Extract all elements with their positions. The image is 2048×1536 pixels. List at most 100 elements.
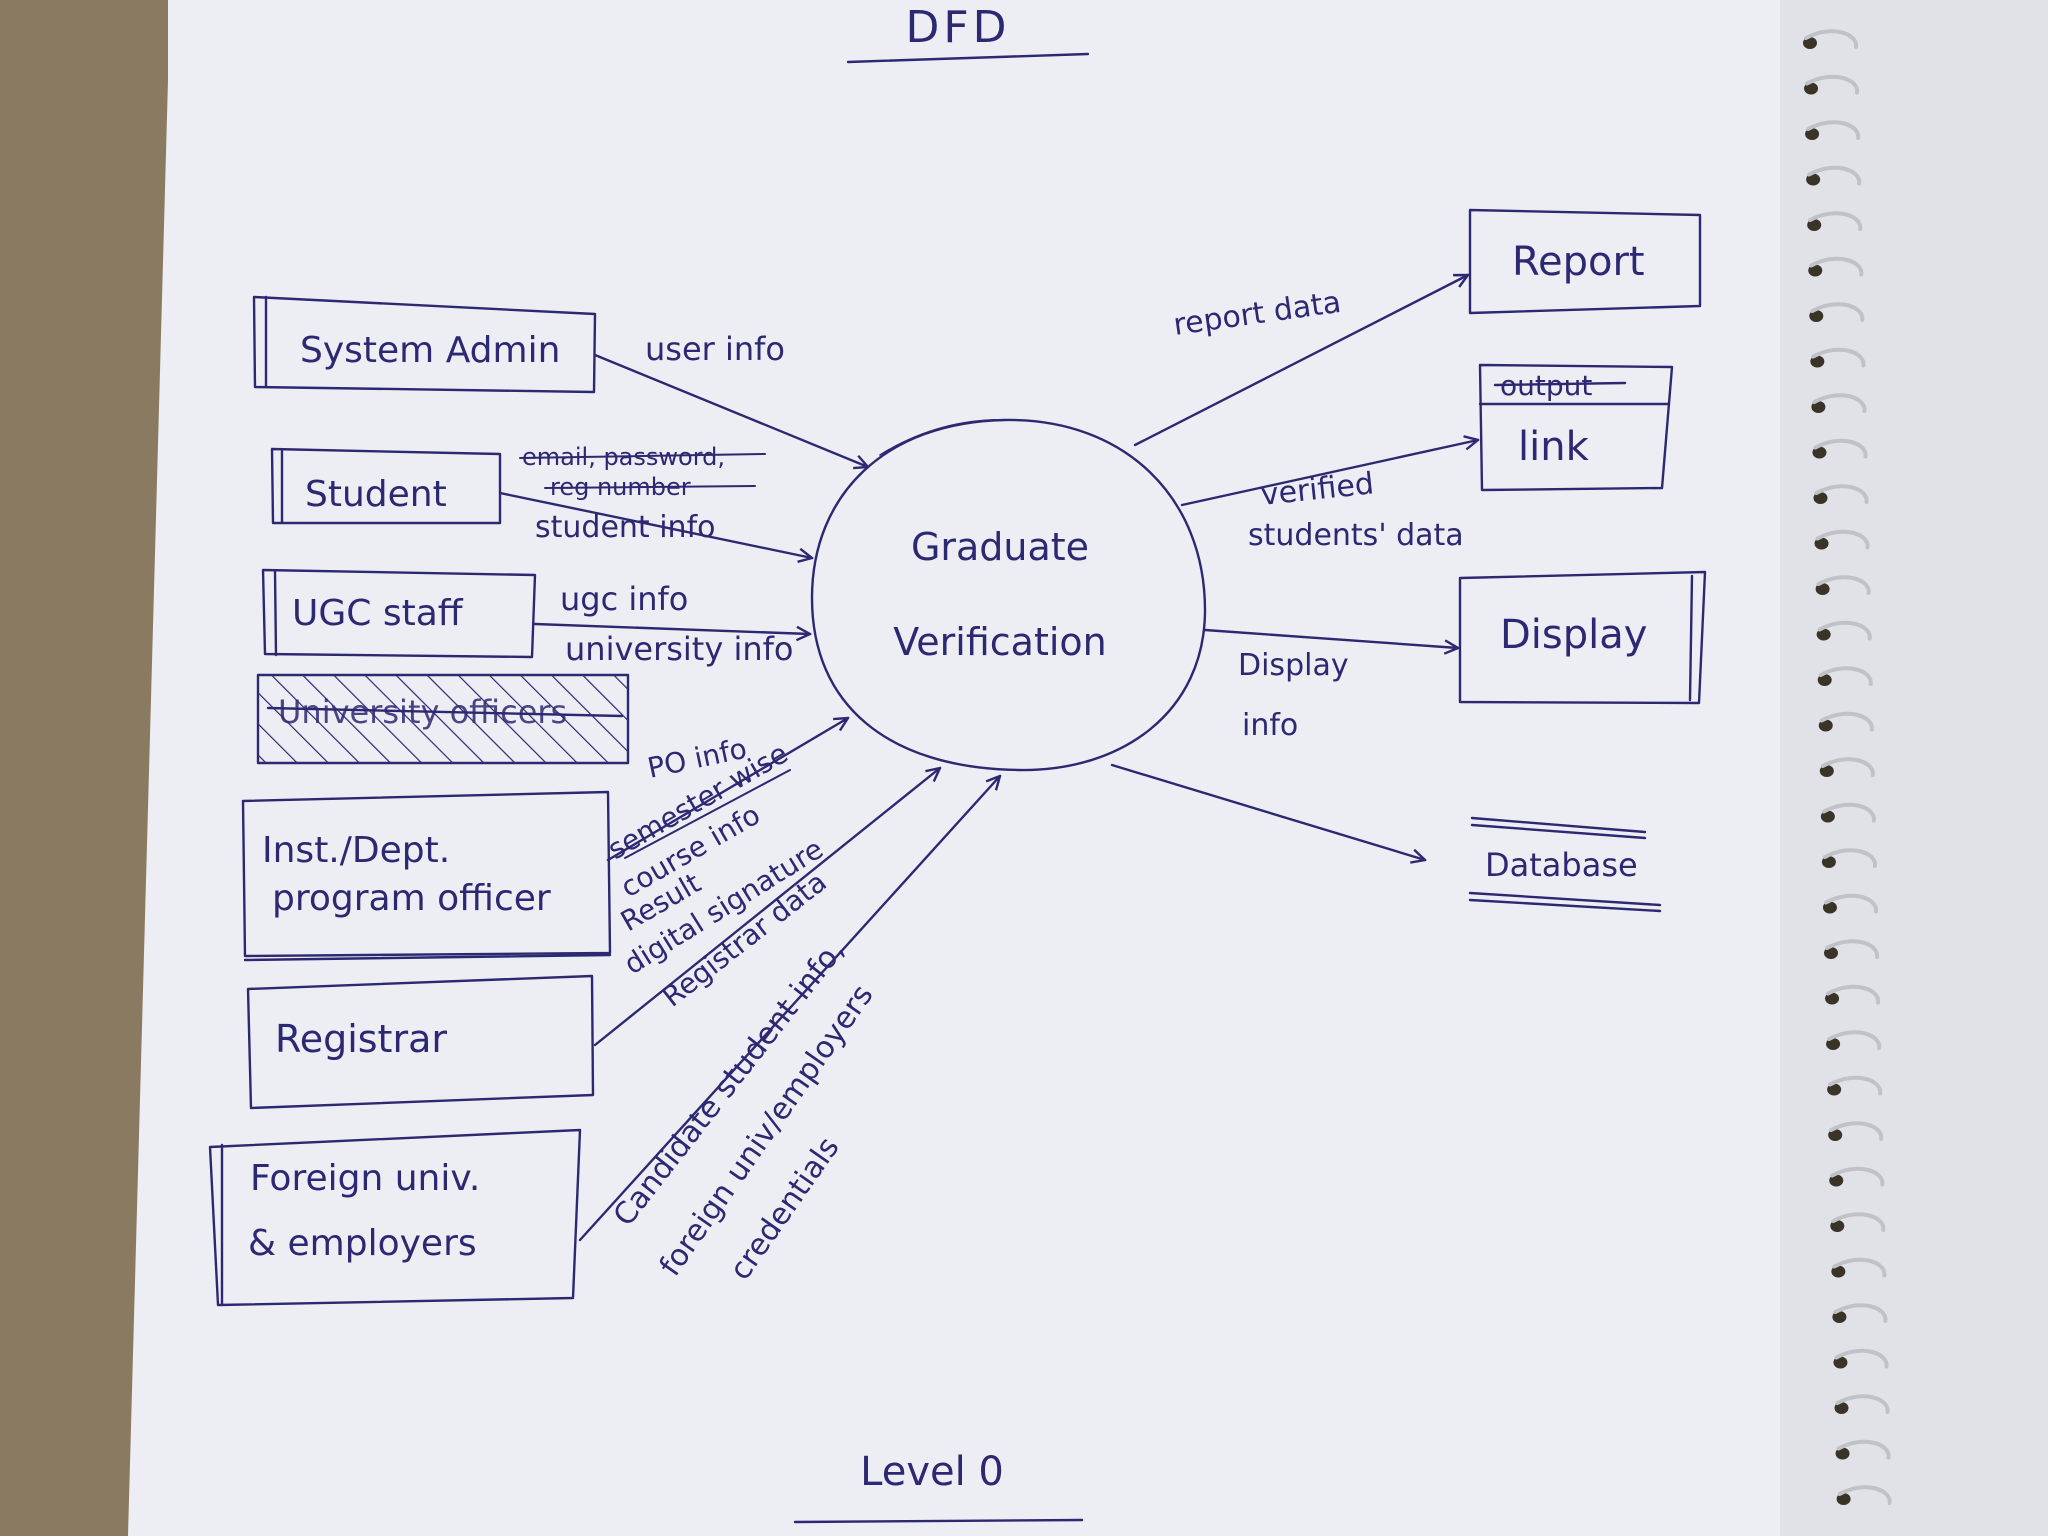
- spiral-ring: [1830, 1166, 1885, 1187]
- entity-label-inst-line1: Inst./Dept.: [262, 830, 450, 871]
- process-label-line1: Graduate: [911, 525, 1089, 569]
- spiral-ring: [1816, 575, 1871, 595]
- spiral-ring: [1811, 347, 1866, 368]
- spiral-hole: [1803, 37, 1817, 49]
- flow-label-display-info-1: Display: [1238, 648, 1349, 683]
- spiral-ring: [1817, 620, 1872, 641]
- spiral-hole: [1819, 765, 1834, 777]
- spiral-hole: [1820, 810, 1835, 823]
- spiral-hole: [1835, 1447, 1850, 1460]
- spiral-ring: [1809, 256, 1864, 277]
- flow-label-verified-2: students' data: [1248, 518, 1464, 553]
- spiral-ring: [1821, 802, 1876, 823]
- spiral-hole: [1815, 583, 1830, 595]
- spiral-ring: [1822, 848, 1877, 868]
- entity-box-foreign-univ: [208, 1128, 582, 1307]
- entity-box-ugc-staff: [261, 568, 537, 659]
- spiral-ring: [1815, 529, 1870, 550]
- flow-label-student-info: student info: [535, 510, 715, 545]
- entity-box-student: [270, 447, 502, 525]
- spiral-ring: [1828, 1075, 1883, 1096]
- paper-shade: [1780, 0, 2048, 1536]
- spiral-ring: [1808, 211, 1863, 231]
- spiral-hole: [1834, 1402, 1849, 1414]
- spiral-ring: [1823, 893, 1878, 914]
- spiral-hole: [1816, 628, 1831, 641]
- spiral-ring: [1835, 1394, 1890, 1414]
- entity-label-foreign-line1: Foreign univ.: [250, 1158, 480, 1199]
- datastore-line-top: [1470, 816, 1647, 834]
- entity-label-student: Student: [305, 474, 447, 515]
- title-underline: [846, 52, 1090, 64]
- entity-label-foreign-line2: & employers: [248, 1223, 477, 1264]
- output-box-display-bar: [1688, 574, 1694, 702]
- spiral-ring: [1810, 302, 1865, 322]
- output-box-link: [1478, 363, 1674, 492]
- entity-box-system-admin: [252, 295, 597, 394]
- spiral-ring: [1804, 29, 1858, 49]
- datastore-line-bottom-2: [1468, 898, 1662, 913]
- flow-label-user-info: user info: [645, 330, 785, 368]
- spiral-ring: [1820, 757, 1875, 777]
- spiral-hole: [1817, 674, 1832, 686]
- spiral-hole: [1818, 719, 1833, 732]
- entity-box-ugc-staff-bar: [273, 569, 278, 657]
- strike-student-line-2: [544, 485, 756, 489]
- entity-label-registrar: Registrar: [275, 1017, 447, 1061]
- flow-arrow-link: [1180, 440, 1478, 507]
- datastore-line-bottom: [1468, 891, 1662, 907]
- datastore-label-database: Database: [1485, 846, 1638, 884]
- footer-underline: [793, 1518, 1084, 1524]
- spiral-ring: [1813, 438, 1868, 459]
- spiral-hole: [1809, 310, 1824, 322]
- flow-arrow-registrar: [593, 768, 940, 1047]
- spiral-ring: [1812, 393, 1867, 413]
- spiral-hole: [1812, 446, 1827, 459]
- spiral-hole: [1826, 1038, 1841, 1050]
- spiral-ring: [1832, 1257, 1887, 1278]
- spiral-hole: [1804, 82, 1819, 95]
- process-label-line2: Verification: [893, 620, 1107, 664]
- spiral-ring: [1829, 1121, 1884, 1141]
- strike-student-line-1: [519, 453, 766, 459]
- flow-arrow-system-admin: [593, 353, 868, 467]
- spiral-ring: [1807, 165, 1862, 186]
- footer-level-label: Level 0: [860, 1449, 1004, 1495]
- strike-course-info: [624, 769, 791, 859]
- entity-box-registrar: [246, 974, 595, 1110]
- flow-label-university-info: university info: [565, 630, 793, 668]
- spiral-ring: [1831, 1212, 1886, 1232]
- strike-output-label: [1493, 381, 1627, 387]
- paper-sheet: [128, 0, 2048, 1536]
- spiral-hole: [1805, 128, 1820, 140]
- flow-label-ugc-info: ugc info: [560, 580, 688, 618]
- entity-box-inst-program-officer-bar: [243, 953, 612, 962]
- spiral-hole: [1822, 901, 1837, 914]
- output-label-display: Display: [1500, 612, 1647, 658]
- spiral-ring: [1825, 939, 1879, 959]
- flow-arrow-inst-program-officer: [606, 718, 848, 862]
- spiral-hole: [1830, 1220, 1845, 1232]
- spiral-hole: [1808, 264, 1823, 277]
- output-box-display: [1458, 570, 1707, 705]
- spiral-ring: [1837, 1485, 1892, 1505]
- spiral-hole: [1824, 947, 1838, 959]
- spiral-hole: [1813, 492, 1828, 504]
- spiral-ring: [1834, 1348, 1889, 1369]
- spiral-hole: [1836, 1493, 1851, 1505]
- spiral-ring: [1836, 1439, 1891, 1460]
- flow-arrow-display: [1203, 628, 1458, 648]
- spiral-hole: [1814, 537, 1829, 550]
- spiral-hole: [1811, 401, 1826, 413]
- flow-arrow-student: [498, 491, 812, 558]
- output-label-report: Report: [1512, 239, 1645, 285]
- process-circle: [810, 418, 1207, 772]
- strike-university-officers: [266, 706, 624, 718]
- spiral-hole: [1828, 1129, 1843, 1141]
- flow-arrow-report: [1133, 275, 1468, 447]
- spiral-ring: [1806, 120, 1861, 140]
- entity-box-university-officers: [256, 673, 630, 765]
- datastore-line-top-2: [1470, 823, 1647, 840]
- spiral-hole: [1831, 1265, 1846, 1278]
- output-label-link: link: [1518, 424, 1590, 470]
